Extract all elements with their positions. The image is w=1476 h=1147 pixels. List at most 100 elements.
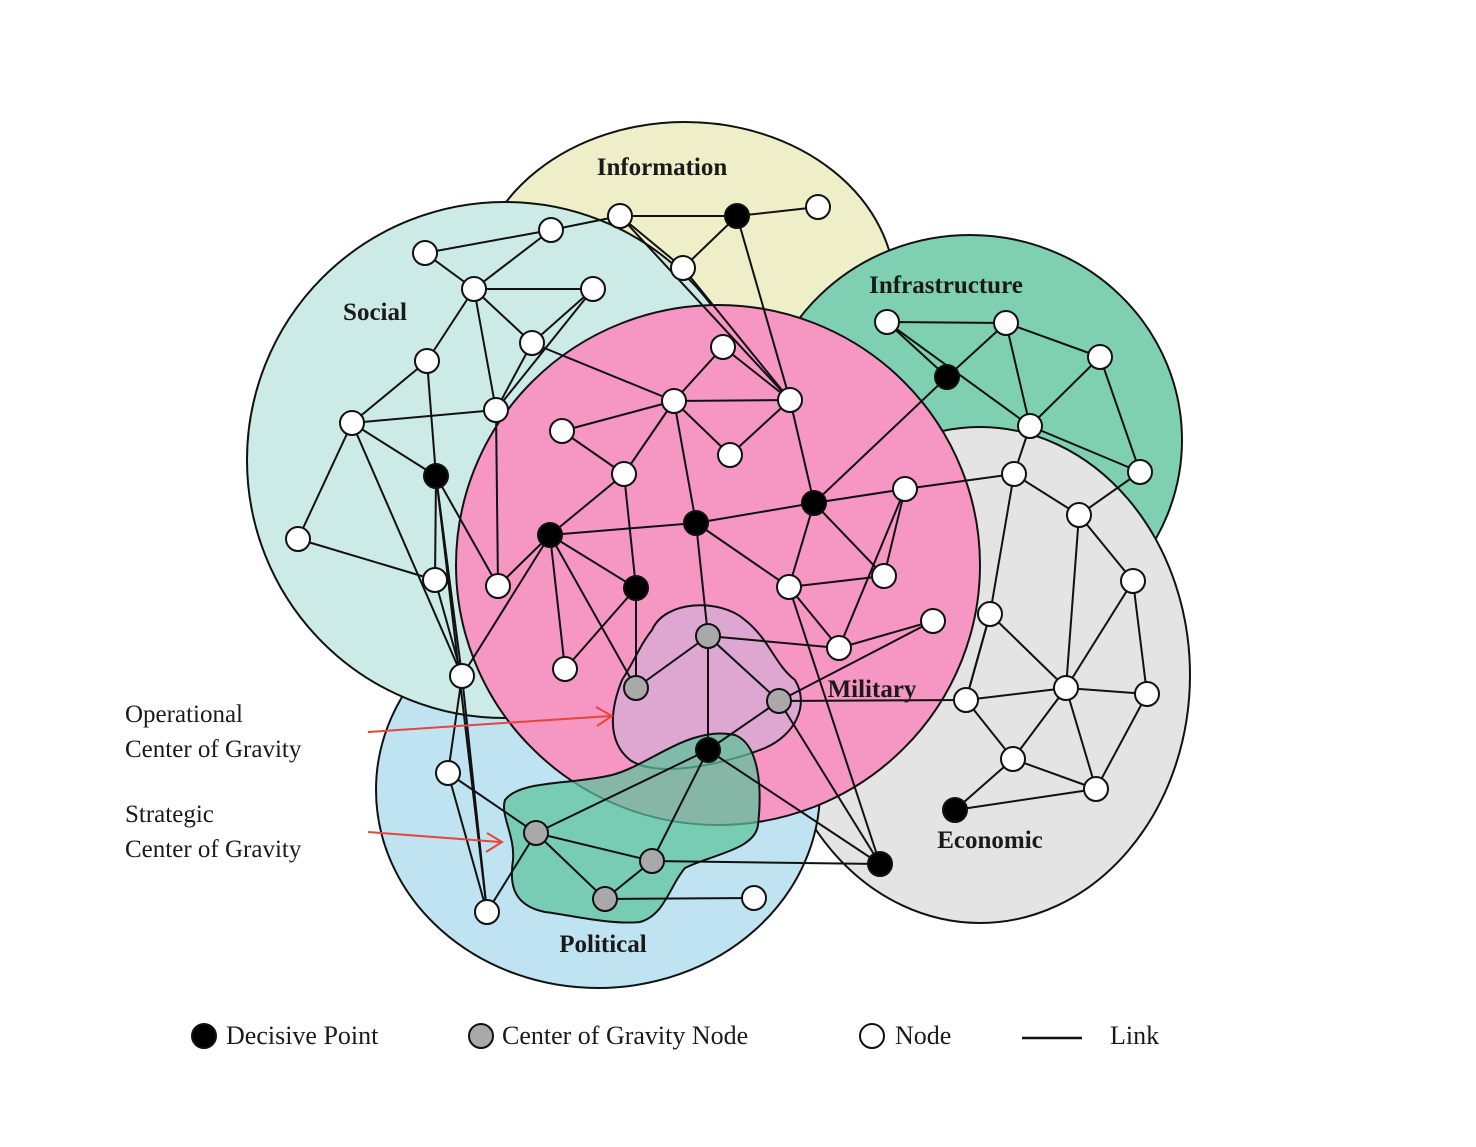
- operational-callout-line1: Operational: [125, 701, 243, 728]
- strategic-callout-line2: Center of Gravity: [125, 836, 302, 863]
- network-node: [449, 663, 475, 689]
- network-link: [695, 522, 790, 588]
- network-link: [495, 288, 594, 411]
- network-node: [483, 397, 509, 423]
- network-node: [1127, 459, 1153, 485]
- operational-callout-arrowhead: [595, 706, 614, 727]
- network-link: [736, 215, 791, 401]
- network-link: [1029, 425, 1141, 473]
- network-link: [486, 832, 537, 913]
- network-link: [623, 400, 675, 475]
- network-link: [989, 613, 1067, 689]
- network-link: [1065, 580, 1134, 689]
- network-link: [904, 473, 1015, 490]
- decisive-point-node: [942, 797, 968, 823]
- strategic-cog-region: [503, 732, 761, 924]
- network-link: [426, 360, 437, 477]
- network-node: [538, 217, 564, 243]
- network-node: [552, 656, 578, 682]
- network-link: [965, 613, 991, 701]
- label-infrastructure: Infrastructure: [869, 272, 1023, 299]
- network-link: [813, 488, 906, 504]
- network-link: [434, 475, 437, 581]
- network-link: [1065, 514, 1080, 689]
- network-link: [1065, 687, 1097, 790]
- network-node: [805, 194, 831, 220]
- network-node: [953, 687, 979, 713]
- operational-cog-callout: Operational Center of Gravity: [125, 701, 614, 763]
- network-link: [549, 534, 637, 689]
- network-link: [707, 635, 840, 649]
- network-link: [886, 321, 1007, 324]
- network-link: [673, 400, 697, 524]
- network-link: [695, 522, 709, 637]
- center-of-gravity-node: [639, 848, 665, 874]
- network-node: [461, 276, 487, 302]
- domain-circles: [246, 121, 1191, 989]
- network-node: [474, 899, 500, 925]
- network-link: [965, 687, 1067, 701]
- network-node: [422, 567, 448, 593]
- network-node: [1000, 746, 1026, 772]
- legend-node-label: Node: [895, 1021, 951, 1050]
- network-link: [729, 399, 791, 456]
- network-node: [826, 635, 852, 661]
- network-link: [351, 422, 463, 677]
- network-node: [412, 240, 438, 266]
- network-link: [813, 376, 948, 504]
- decisive-point-node: [934, 364, 960, 390]
- network-node: [741, 885, 767, 911]
- strategic-callout-arrowhead: [485, 832, 504, 853]
- network-link: [549, 522, 697, 536]
- network-link: [838, 620, 934, 649]
- decisive-point-node: [683, 510, 709, 536]
- network-node: [1053, 675, 1079, 701]
- network-node: [285, 526, 311, 552]
- network-link: [886, 321, 948, 378]
- network-link: [722, 346, 791, 401]
- network-link: [623, 473, 637, 589]
- decisive-point-node: [423, 463, 449, 489]
- operational-callout-arrow: [367, 715, 611, 733]
- network-node: [977, 601, 1003, 627]
- network-link: [447, 772, 488, 913]
- label-political: Political: [559, 931, 647, 958]
- network-link: [673, 399, 791, 402]
- network-link: [535, 832, 606, 900]
- network-link: [495, 409, 499, 587]
- network-node: [485, 573, 511, 599]
- network-link: [789, 399, 815, 504]
- network-link: [619, 215, 684, 269]
- network-link: [1029, 356, 1101, 427]
- network-link: [435, 475, 499, 587]
- center-of-gravity-node: [695, 623, 721, 649]
- network-node: [435, 760, 461, 786]
- network-node: [611, 461, 637, 487]
- network-link: [1005, 322, 1101, 358]
- network-node: [519, 330, 545, 356]
- operational-callout-line2: Center of Gravity: [125, 736, 302, 763]
- network-node: [670, 255, 696, 281]
- network-link: [707, 749, 881, 865]
- network-link: [604, 897, 755, 900]
- network-link: [473, 288, 533, 344]
- network-link: [695, 502, 815, 524]
- network-node: [871, 563, 897, 589]
- network-link: [778, 700, 881, 865]
- network-link: [1065, 687, 1148, 695]
- center-of-gravity-node: [592, 886, 618, 912]
- network-link: [619, 215, 791, 401]
- network-link: [838, 488, 906, 649]
- network-node: [892, 476, 918, 502]
- network-link: [651, 860, 881, 865]
- network-link: [778, 620, 934, 702]
- network-link: [447, 675, 463, 774]
- network-link: [707, 700, 780, 751]
- network-node: [1083, 776, 1109, 802]
- network-link: [946, 322, 1007, 378]
- network-link: [954, 788, 1097, 811]
- network-link: [434, 579, 463, 677]
- label-social: Social: [343, 299, 407, 326]
- network-link: [883, 488, 906, 577]
- network-node: [1134, 681, 1160, 707]
